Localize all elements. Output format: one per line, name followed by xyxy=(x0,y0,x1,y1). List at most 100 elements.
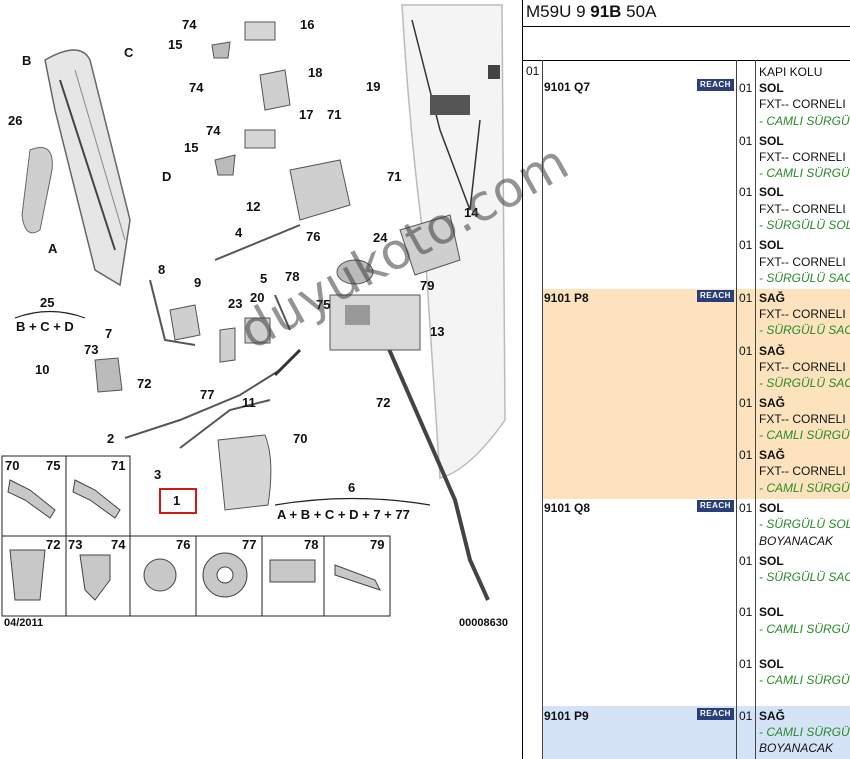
highlighted-part-box xyxy=(159,488,197,514)
code-prefix: M59U 9 xyxy=(526,2,591,21)
diagram-drawing xyxy=(1,4,506,617)
qty: 01 xyxy=(739,185,753,199)
part-ref[interactable]: 9101 Q7 xyxy=(544,80,591,94)
fxt-desc: FXT-- CORNELI xyxy=(759,150,846,164)
callout-label: 79 xyxy=(420,278,435,293)
group-members-6: A + B + C + D + 7 + 77 xyxy=(277,507,410,522)
header-rule xyxy=(523,26,850,27)
code-bold: 91B xyxy=(590,2,622,21)
callout-label: 24 xyxy=(373,230,388,245)
callout-label: 5 xyxy=(260,271,268,286)
side: SOL xyxy=(759,81,784,95)
callout-label: 9 xyxy=(194,275,202,290)
row-highlight-blue xyxy=(542,706,850,759)
callout-label: 19 xyxy=(366,79,381,94)
group-title: KAPI KOLU xyxy=(759,65,823,79)
callout-label: 20 xyxy=(250,290,265,305)
column-line xyxy=(755,60,756,759)
qty: 01 xyxy=(739,501,753,515)
variant-note: - SÜRGÜLÜ SAC xyxy=(759,376,850,390)
fastener-number: 74 xyxy=(111,537,126,552)
callout-label: 77 xyxy=(200,387,215,402)
fxt-desc: FXT-- CORNELI xyxy=(759,255,846,269)
row-highlight-orange xyxy=(542,289,850,499)
group-number-6: 6 xyxy=(348,480,356,495)
reach-badge: REACH xyxy=(697,79,734,91)
highlighted-part-label: 1 xyxy=(173,493,181,508)
fxt-desc: FXT-- CORNELI xyxy=(759,464,846,478)
part-ref[interactable]: 9101 P8 xyxy=(544,291,589,305)
callout-label: D xyxy=(162,169,172,184)
fxt-desc: FXT-- CORNELI xyxy=(759,202,846,216)
part-code-header: M59U 9 91B 50A xyxy=(526,2,656,22)
fastener-number: 77 xyxy=(242,537,257,552)
header-rule xyxy=(523,60,850,61)
side: SAĞ xyxy=(759,291,786,305)
callout-label: 3 xyxy=(154,467,162,482)
reach-badge: REACH xyxy=(697,708,734,720)
column-line xyxy=(542,60,543,759)
reach-badge: REACH xyxy=(697,290,734,302)
fastener-number: 76 xyxy=(176,537,191,552)
fxt-desc: FXT-- CORNELI xyxy=(759,412,846,426)
callout-label: 18 xyxy=(308,65,323,80)
callout-label: 76 xyxy=(306,229,321,244)
callout-label: 72 xyxy=(137,376,152,391)
callout-label: 12 xyxy=(246,199,261,214)
qty: 01 xyxy=(739,448,753,462)
callout-label: 23 xyxy=(228,296,243,311)
paint-note: BOYANACAK xyxy=(759,534,834,548)
callout-label: 7 xyxy=(105,326,113,341)
side: SAĞ xyxy=(759,709,786,723)
fastener-number: 79 xyxy=(370,537,385,552)
callout-label: 10 xyxy=(35,362,50,377)
side: SOL xyxy=(759,605,784,619)
panel-divider xyxy=(522,0,523,759)
level-label: 01 xyxy=(526,64,540,78)
variant-note: - CAMLI SÜRGÜ xyxy=(759,673,850,687)
callout-label: 15 xyxy=(168,37,183,52)
fastener-number: 71 xyxy=(111,458,126,473)
fastener-number: 78 xyxy=(304,537,319,552)
group-number-25: 25 xyxy=(40,295,55,310)
fastener-number: 73 xyxy=(68,537,83,552)
qty: 01 xyxy=(739,396,753,410)
qty: 01 xyxy=(739,344,753,358)
side: SAĞ xyxy=(759,344,786,358)
qty: 01 xyxy=(739,657,753,671)
variant-note: - SÜRGÜLÜ SAC xyxy=(759,323,850,337)
callout-label: 71 xyxy=(327,107,342,122)
column-line xyxy=(736,60,737,759)
side: SOL xyxy=(759,134,784,148)
callout-label: 26 xyxy=(8,113,23,128)
variant-note: - CAMLI SÜRGÜ xyxy=(759,622,850,636)
callout-label: 13 xyxy=(430,324,445,339)
variant-note: - SÜRGÜLÜ SAC xyxy=(759,271,850,285)
qty: 01 xyxy=(739,134,753,148)
fastener-number: 70 xyxy=(5,458,20,473)
parts-diagram: 74 16 15 B C 74 18 19 26 74 17 71 15 D 1… xyxy=(1,4,508,629)
part-ref[interactable]: 9101 Q8 xyxy=(544,501,591,515)
callout-label: 17 xyxy=(299,107,314,122)
code-suffix: 50A xyxy=(621,2,657,21)
callout-label: 74 xyxy=(182,17,197,32)
part-ref[interactable]: 9101 P9 xyxy=(544,709,589,723)
callout-label: 75 xyxy=(316,297,331,312)
variant-note: - CAMLI SÜRGÜ xyxy=(759,481,850,495)
callout-label: 72 xyxy=(376,395,391,410)
side: SAĞ xyxy=(759,396,786,410)
qty: 01 xyxy=(739,291,753,305)
callout-label: 73 xyxy=(84,342,99,357)
callout-label: 2 xyxy=(107,431,115,446)
variant-note: - CAMLI SÜRGÜ xyxy=(759,166,850,180)
side: SOL xyxy=(759,185,784,199)
qty: 01 xyxy=(739,238,753,252)
variant-note: - CAMLI SÜRGÜ xyxy=(759,725,850,739)
fastener-number: 75 xyxy=(46,458,61,473)
qty: 01 xyxy=(739,81,753,95)
variant-note: - SÜRGÜLÜ SOL xyxy=(759,517,850,531)
callout-label: 16 xyxy=(300,17,315,32)
fastener-number: 72 xyxy=(46,537,61,552)
callout-label: 71 xyxy=(387,169,402,184)
variant-note: - SÜRGÜLÜ SAC xyxy=(759,570,850,584)
